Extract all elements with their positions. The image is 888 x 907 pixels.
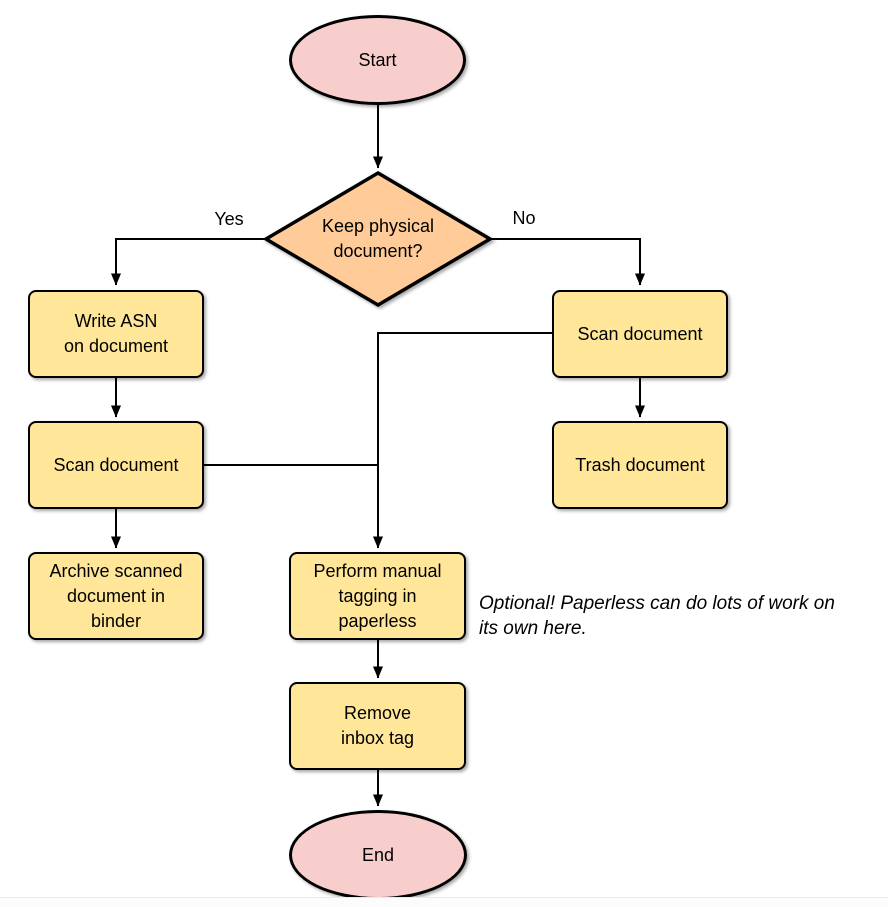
node-archive-binder-label: Archive scanned document in binder <box>49 560 183 631</box>
annotation-optional-note: Optional! Paperless can do lots of work … <box>479 593 835 639</box>
node-archive-binder: Archive scanned document in binder <box>28 552 204 640</box>
viewport-bottom-edge <box>0 897 888 898</box>
edge-label-no: No <box>512 208 536 228</box>
edge-decision-no-to-scan-right <box>490 238 645 286</box>
node-scan-document-right-label: Scan document <box>577 323 703 344</box>
node-decision-label: Keep physical document? <box>321 216 435 261</box>
decision-diamond <box>262 170 494 308</box>
node-write-asn-label: Write ASN on document <box>63 311 169 356</box>
node-scan-document-left: Scan document <box>28 421 204 509</box>
node-start: Start <box>289 15 466 105</box>
viewport-below-edge <box>0 898 888 907</box>
edge-scan-right-to-tagging <box>373 332 552 549</box>
node-remove-inbox-tag-label: Remove inbox tag <box>340 703 415 748</box>
node-manual-tagging-label: Perform manual tagging in paperless <box>313 560 442 631</box>
node-write-asn: Write ASN on document <box>28 290 204 378</box>
node-remove-inbox-tag: Remove inbox tag <box>289 682 466 770</box>
edge-label-yes: Yes <box>214 209 244 229</box>
node-end: End <box>289 810 467 900</box>
node-scan-document-right: Scan document <box>552 290 728 378</box>
node-scan-document-left-label: Scan document <box>53 454 179 475</box>
node-manual-tagging: Perform manual tagging in paperless <box>289 552 466 640</box>
node-trash-document: Trash document <box>552 421 728 509</box>
node-end-label: End <box>361 844 395 865</box>
edge-decision-yes-to-write-asn <box>111 238 266 286</box>
node-trash-document-label: Trash document <box>575 454 705 475</box>
node-start-label: Start <box>358 49 397 70</box>
